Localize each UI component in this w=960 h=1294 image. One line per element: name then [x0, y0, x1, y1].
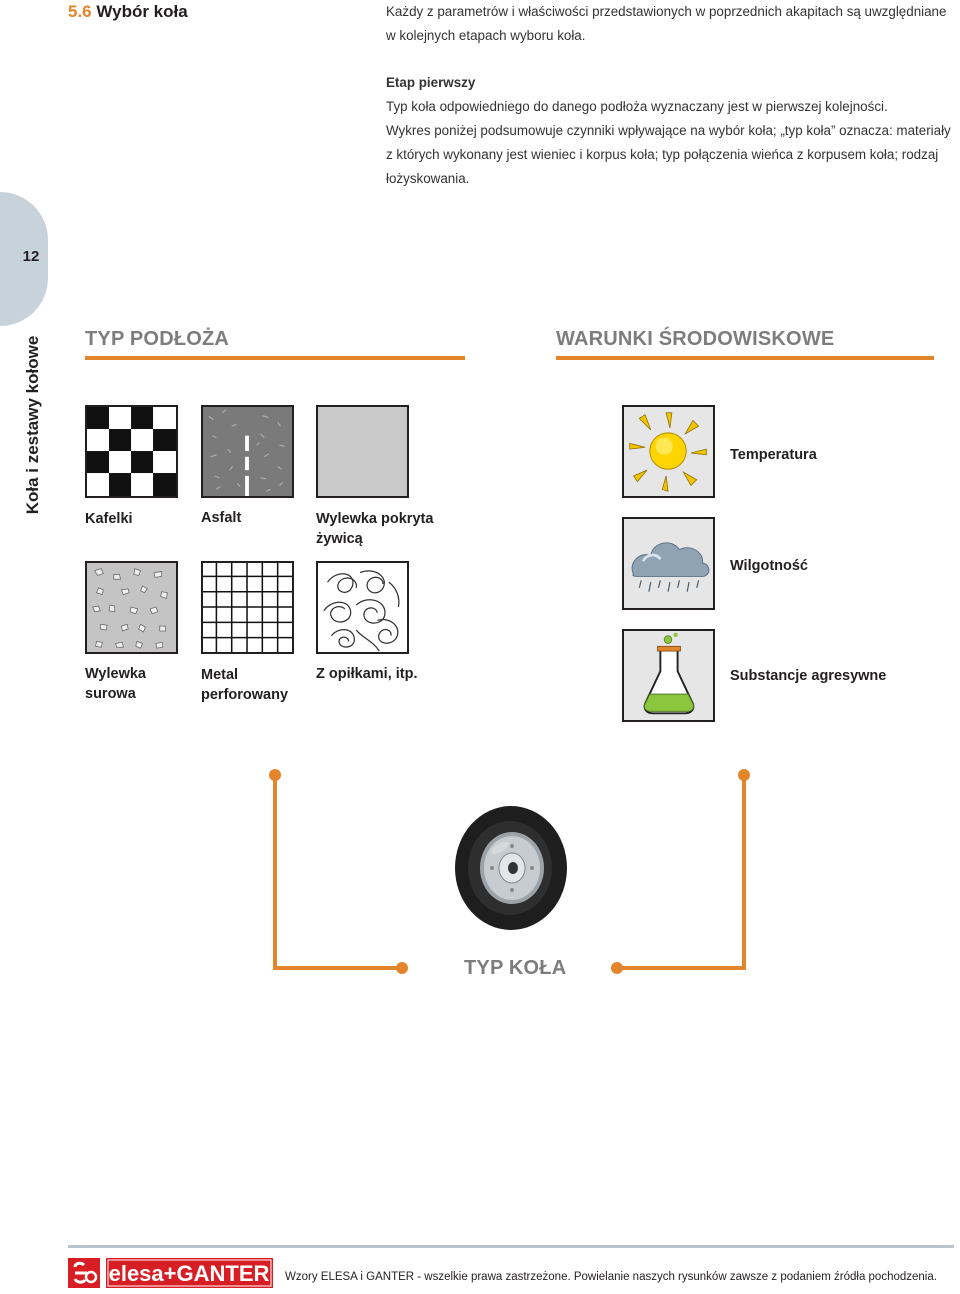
section-title: 5.6 Wybór koła [68, 2, 188, 22]
intro-block: Każdy z parametrów i właściwości przedst… [386, 0, 958, 191]
rain-cloud-icon [622, 517, 715, 610]
sun-graphic [629, 412, 707, 492]
page-number: 12 [22, 248, 40, 265]
wheel-graphic [455, 806, 567, 930]
wheel-type-label: TYP KOŁA [464, 957, 567, 979]
asphalt-graphic [203, 407, 292, 496]
surface-heading-rule [85, 356, 465, 360]
checkerboard-icon [85, 405, 178, 498]
intro-paragraph: Każdy z parametrów i właściwości przedst… [386, 4, 947, 43]
surface-label-shavings: Z opiłkami, itp. [316, 666, 418, 682]
surface-label-raw-concrete: Wylewka surowa [85, 666, 146, 702]
shavings-icon [316, 561, 409, 654]
stage-line-2: Wykres poniżej podsumowuje czynniki wpły… [386, 123, 951, 186]
surface-label-resin: Wylewka pokryta żywicą [316, 511, 434, 547]
stage-line-1: Typ koła odpowiedniego do danego podłoża… [386, 99, 888, 114]
shavings-graphic [323, 570, 400, 652]
logo-text: elesa+GANTER [109, 1261, 270, 1286]
right-connector [617, 775, 746, 970]
surface-heading: TYP PODŁOŻA [85, 328, 230, 350]
environment-label-temperature: Temperatura [730, 447, 817, 463]
left-connector [273, 775, 402, 970]
resin-floor-icon [316, 405, 409, 498]
raw-concrete-icon [85, 561, 178, 654]
environment-heading-rule [556, 356, 934, 360]
stage-title: Etap pierwszy [386, 75, 476, 90]
left-connector-end-dot [396, 962, 408, 974]
section-title-text: Wybór koła [96, 2, 188, 21]
sun-icon [622, 405, 715, 498]
perforated-metal-graphic [203, 563, 292, 652]
right-connector-start-dot [738, 769, 750, 781]
surface-label-asphalt: Asfalt [201, 510, 242, 526]
side-tab [0, 192, 48, 326]
asphalt-icon [201, 405, 294, 498]
left-connector-start-dot [269, 769, 281, 781]
surface-label-perforated-metal: Metal perforowany [201, 667, 289, 703]
section-number: 5.6 [68, 2, 92, 21]
environment-label-aggressive: Substancje agresywne [730, 668, 887, 684]
perforated-metal-icon [201, 561, 294, 654]
chapter-title: Koła i zestawy kołowe [23, 335, 42, 515]
right-connector-end-dot [611, 962, 623, 974]
rain-cloud-graphic [631, 542, 710, 592]
environment-heading: WARUNKI ŚRODOWISKOWE [556, 328, 835, 350]
raw-concrete-graphic [92, 568, 168, 649]
footer-rule [68, 1245, 954, 1248]
flask-icon [622, 629, 715, 722]
elesa-ganter-logo: elesa+GANTER [68, 1257, 273, 1289]
wheel-icon [452, 802, 570, 932]
footer-copyright: Wzory ELESA i GANTER - wszelkie prawa za… [285, 1271, 937, 1283]
logo-graphic: elesa+GANTER [68, 1258, 273, 1288]
flask-graphic [643, 632, 695, 715]
surface-label-tiles: Kafelki [85, 511, 133, 527]
checkerboard-graphic [87, 407, 176, 496]
environment-label-humidity: Wilgotność [730, 558, 809, 574]
